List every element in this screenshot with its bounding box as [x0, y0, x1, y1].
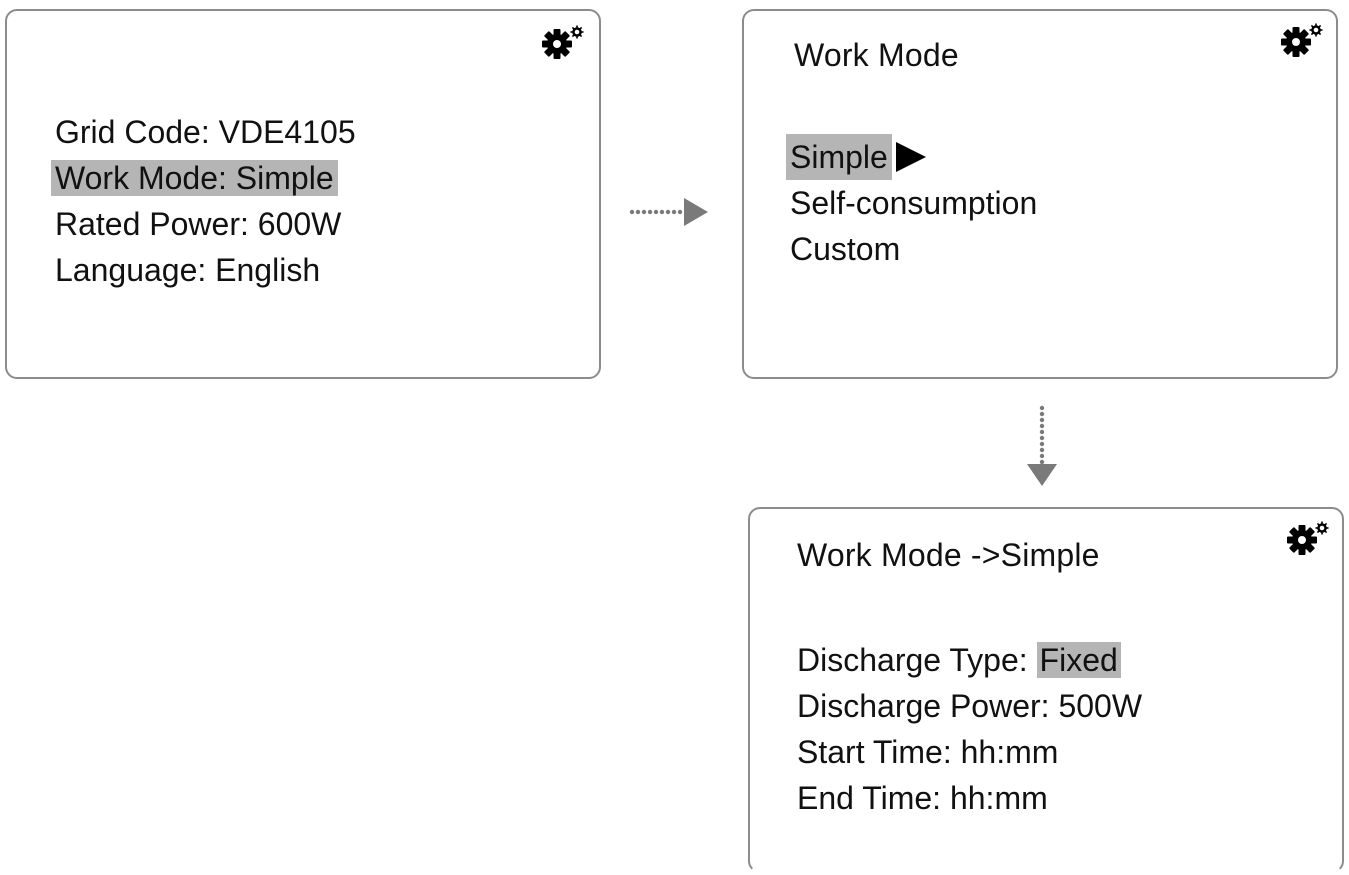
- option-custom[interactable]: Custom: [790, 231, 901, 267]
- option-simple[interactable]: Simple: [786, 134, 1037, 180]
- settings-screen-main: Grid Code: VDE4105 Work Mode: Simple Rat…: [5, 9, 601, 379]
- list-item-start-time[interactable]: Start Time: hh:mm: [797, 734, 1059, 770]
- selected-row-highlight: Work Mode: Simple: [51, 160, 338, 196]
- list-item-discharge-power[interactable]: Discharge Power: 500W: [797, 688, 1143, 724]
- simple-settings-list: Discharge Type: Fixed Discharge Power: 5…: [797, 637, 1142, 821]
- list-item-discharge-type[interactable]: Discharge Type: Fixed: [797, 637, 1142, 683]
- list-item-rated-power[interactable]: Rated Power: 600W: [55, 206, 342, 242]
- option-self-consumption[interactable]: Self-consumption: [790, 185, 1038, 221]
- list-item-language[interactable]: Language: English: [55, 252, 321, 288]
- settings-list: Grid Code: VDE4105 Work Mode: Simple Rat…: [51, 109, 356, 293]
- simple-mode-screen: Work Mode ->Simple Disch: [748, 507, 1344, 873]
- list-item-end-time[interactable]: End Time: hh:mm: [797, 780, 1048, 816]
- list-item-work-mode[interactable]: Work Mode: Simple: [51, 155, 356, 201]
- gear-icon[interactable]: [541, 25, 585, 59]
- screen-title: Work Mode ->Simple: [797, 537, 1100, 573]
- discharge-type-value[interactable]: Fixed: [1036, 642, 1121, 678]
- triangle-right-icon: [895, 142, 926, 172]
- work-mode-options: Simple Self-consumption Custom: [786, 134, 1038, 272]
- list-item-grid-code[interactable]: Grid Code: VDE4105: [55, 114, 356, 150]
- selected-option-highlight: Simple: [786, 134, 892, 180]
- dotted-arrow-right-icon: [629, 198, 708, 226]
- screen-title: Work Mode: [794, 37, 959, 73]
- dotted-arrow-down-icon: [1027, 405, 1057, 486]
- work-mode-screen: Work Mode Simple: [742, 9, 1338, 379]
- gear-icon[interactable]: [1280, 23, 1324, 57]
- gear-icon[interactable]: [1286, 521, 1330, 555]
